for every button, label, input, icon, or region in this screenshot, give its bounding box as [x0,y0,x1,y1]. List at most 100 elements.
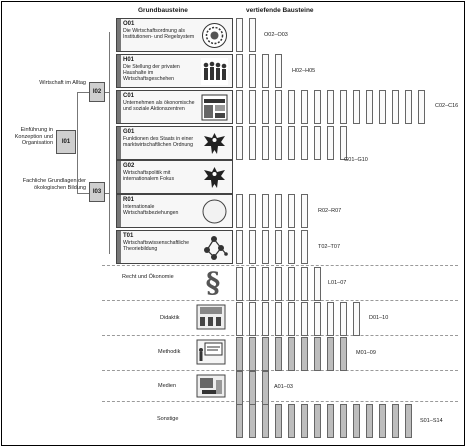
module-bar[interactable] [379,90,386,124]
module-bar[interactable] [249,371,256,405]
module-bar[interactable] [340,302,347,336]
module-bar[interactable] [262,54,269,88]
module-bar[interactable] [236,18,243,52]
module-bar[interactable] [275,194,282,228]
module-bar[interactable] [275,267,282,301]
computer-icon [196,374,226,398]
module-bar[interactable] [327,337,334,371]
module-g02[interactable]: G02 Wirtschaftspolitik mit international… [116,160,233,194]
module-r01[interactable]: R01 Internationale Wirtschaftsbeziehunge… [116,194,233,228]
module-bar[interactable] [288,337,295,371]
module-bar[interactable] [314,126,321,160]
module-bar[interactable] [275,230,282,264]
entry-label-i02: Wirtschaft im Alltag [39,80,86,86]
module-bar[interactable] [314,90,321,124]
module-bar[interactable] [262,371,269,405]
module-bar[interactable] [353,404,360,438]
module-bar[interactable] [275,404,282,438]
module-bar[interactable] [340,337,347,371]
module-bar[interactable] [392,404,399,438]
module-bar[interactable] [262,302,269,336]
module-bar[interactable] [275,302,282,336]
module-bar[interactable] [236,126,243,160]
module-bar[interactable] [327,126,334,160]
module-bar[interactable] [236,194,243,228]
module-c01[interactable]: C01 Unternehmen als ökonomische und sozi… [116,90,233,124]
module-bar[interactable] [288,230,295,264]
module-bar[interactable] [314,267,321,301]
module-bar[interactable] [340,126,347,160]
module-bar[interactable] [236,54,243,88]
module-bar[interactable] [249,267,256,301]
paragraph-icon: § [206,267,221,297]
entry-box-i01[interactable]: I01 [56,130,76,154]
module-bar[interactable] [236,337,243,371]
entry-box-i02[interactable]: I02 [89,82,105,102]
module-bar[interactable] [262,267,269,301]
module-bar[interactable] [301,302,308,336]
module-bar[interactable] [366,90,373,124]
module-bar[interactable] [314,337,321,371]
module-bar[interactable] [288,194,295,228]
module-bar[interactable] [366,404,373,438]
module-bar[interactable] [405,90,412,124]
module-bar[interactable] [236,302,243,336]
module-bar[interactable] [340,90,347,124]
module-bar[interactable] [249,54,256,88]
module-bar[interactable] [327,90,334,124]
module-bar[interactable] [314,302,321,336]
module-bar[interactable] [301,404,308,438]
module-bar[interactable] [236,371,243,405]
module-bar[interactable] [275,337,282,371]
module-bar[interactable] [262,404,269,438]
svg-text:§: § [206,267,221,297]
module-bar[interactable] [275,90,282,124]
module-t01[interactable]: T01 Wirtschaftswissenschaftliche Theorie… [116,230,233,264]
module-h01[interactable]: H01 Die Stellung der privaten Haushalte … [116,54,233,88]
module-bar[interactable] [249,404,256,438]
module-bar[interactable] [249,337,256,371]
module-bar[interactable] [249,302,256,336]
module-o01[interactable]: O01 Die Wirtschaftsordnung als Instituti… [116,18,233,52]
module-bar[interactable] [301,126,308,160]
module-bar[interactable] [249,90,256,124]
module-bar[interactable] [262,337,269,371]
module-bar[interactable] [301,194,308,228]
module-bar[interactable] [353,302,360,336]
module-bar[interactable] [301,337,308,371]
module-bar[interactable] [288,302,295,336]
module-bar[interactable] [392,90,399,124]
module-bar[interactable] [301,230,308,264]
module-bar[interactable] [249,126,256,160]
entry-box-i03[interactable]: I03 [89,182,105,202]
module-bar[interactable] [236,404,243,438]
module-bar[interactable] [275,126,282,160]
module-bar[interactable] [236,230,243,264]
module-bar[interactable] [288,90,295,124]
module-g01[interactable]: G01 Funktionen des Staats in einer markt… [116,126,233,160]
module-bar[interactable] [249,18,256,52]
module-bar[interactable] [340,404,347,438]
module-bar[interactable] [262,194,269,228]
module-bar[interactable] [288,126,295,160]
module-bar[interactable] [327,302,334,336]
module-bar[interactable] [327,404,334,438]
module-bar[interactable] [301,267,308,301]
module-bar[interactable] [288,267,295,301]
module-bar[interactable] [288,404,295,438]
module-bar[interactable] [405,404,412,438]
module-bar[interactable] [353,90,360,124]
module-bar[interactable] [262,90,269,124]
module-bar[interactable] [236,90,243,124]
module-bar[interactable] [314,404,321,438]
module-bar[interactable] [379,404,386,438]
module-bar[interactable] [236,267,243,301]
module-bar[interactable] [249,194,256,228]
module-bar[interactable] [249,230,256,264]
module-bar[interactable] [418,90,425,124]
module-bar[interactable] [262,126,269,160]
module-bar[interactable] [262,230,269,264]
module-bar[interactable] [275,54,282,88]
module-bar[interactable] [301,90,308,124]
